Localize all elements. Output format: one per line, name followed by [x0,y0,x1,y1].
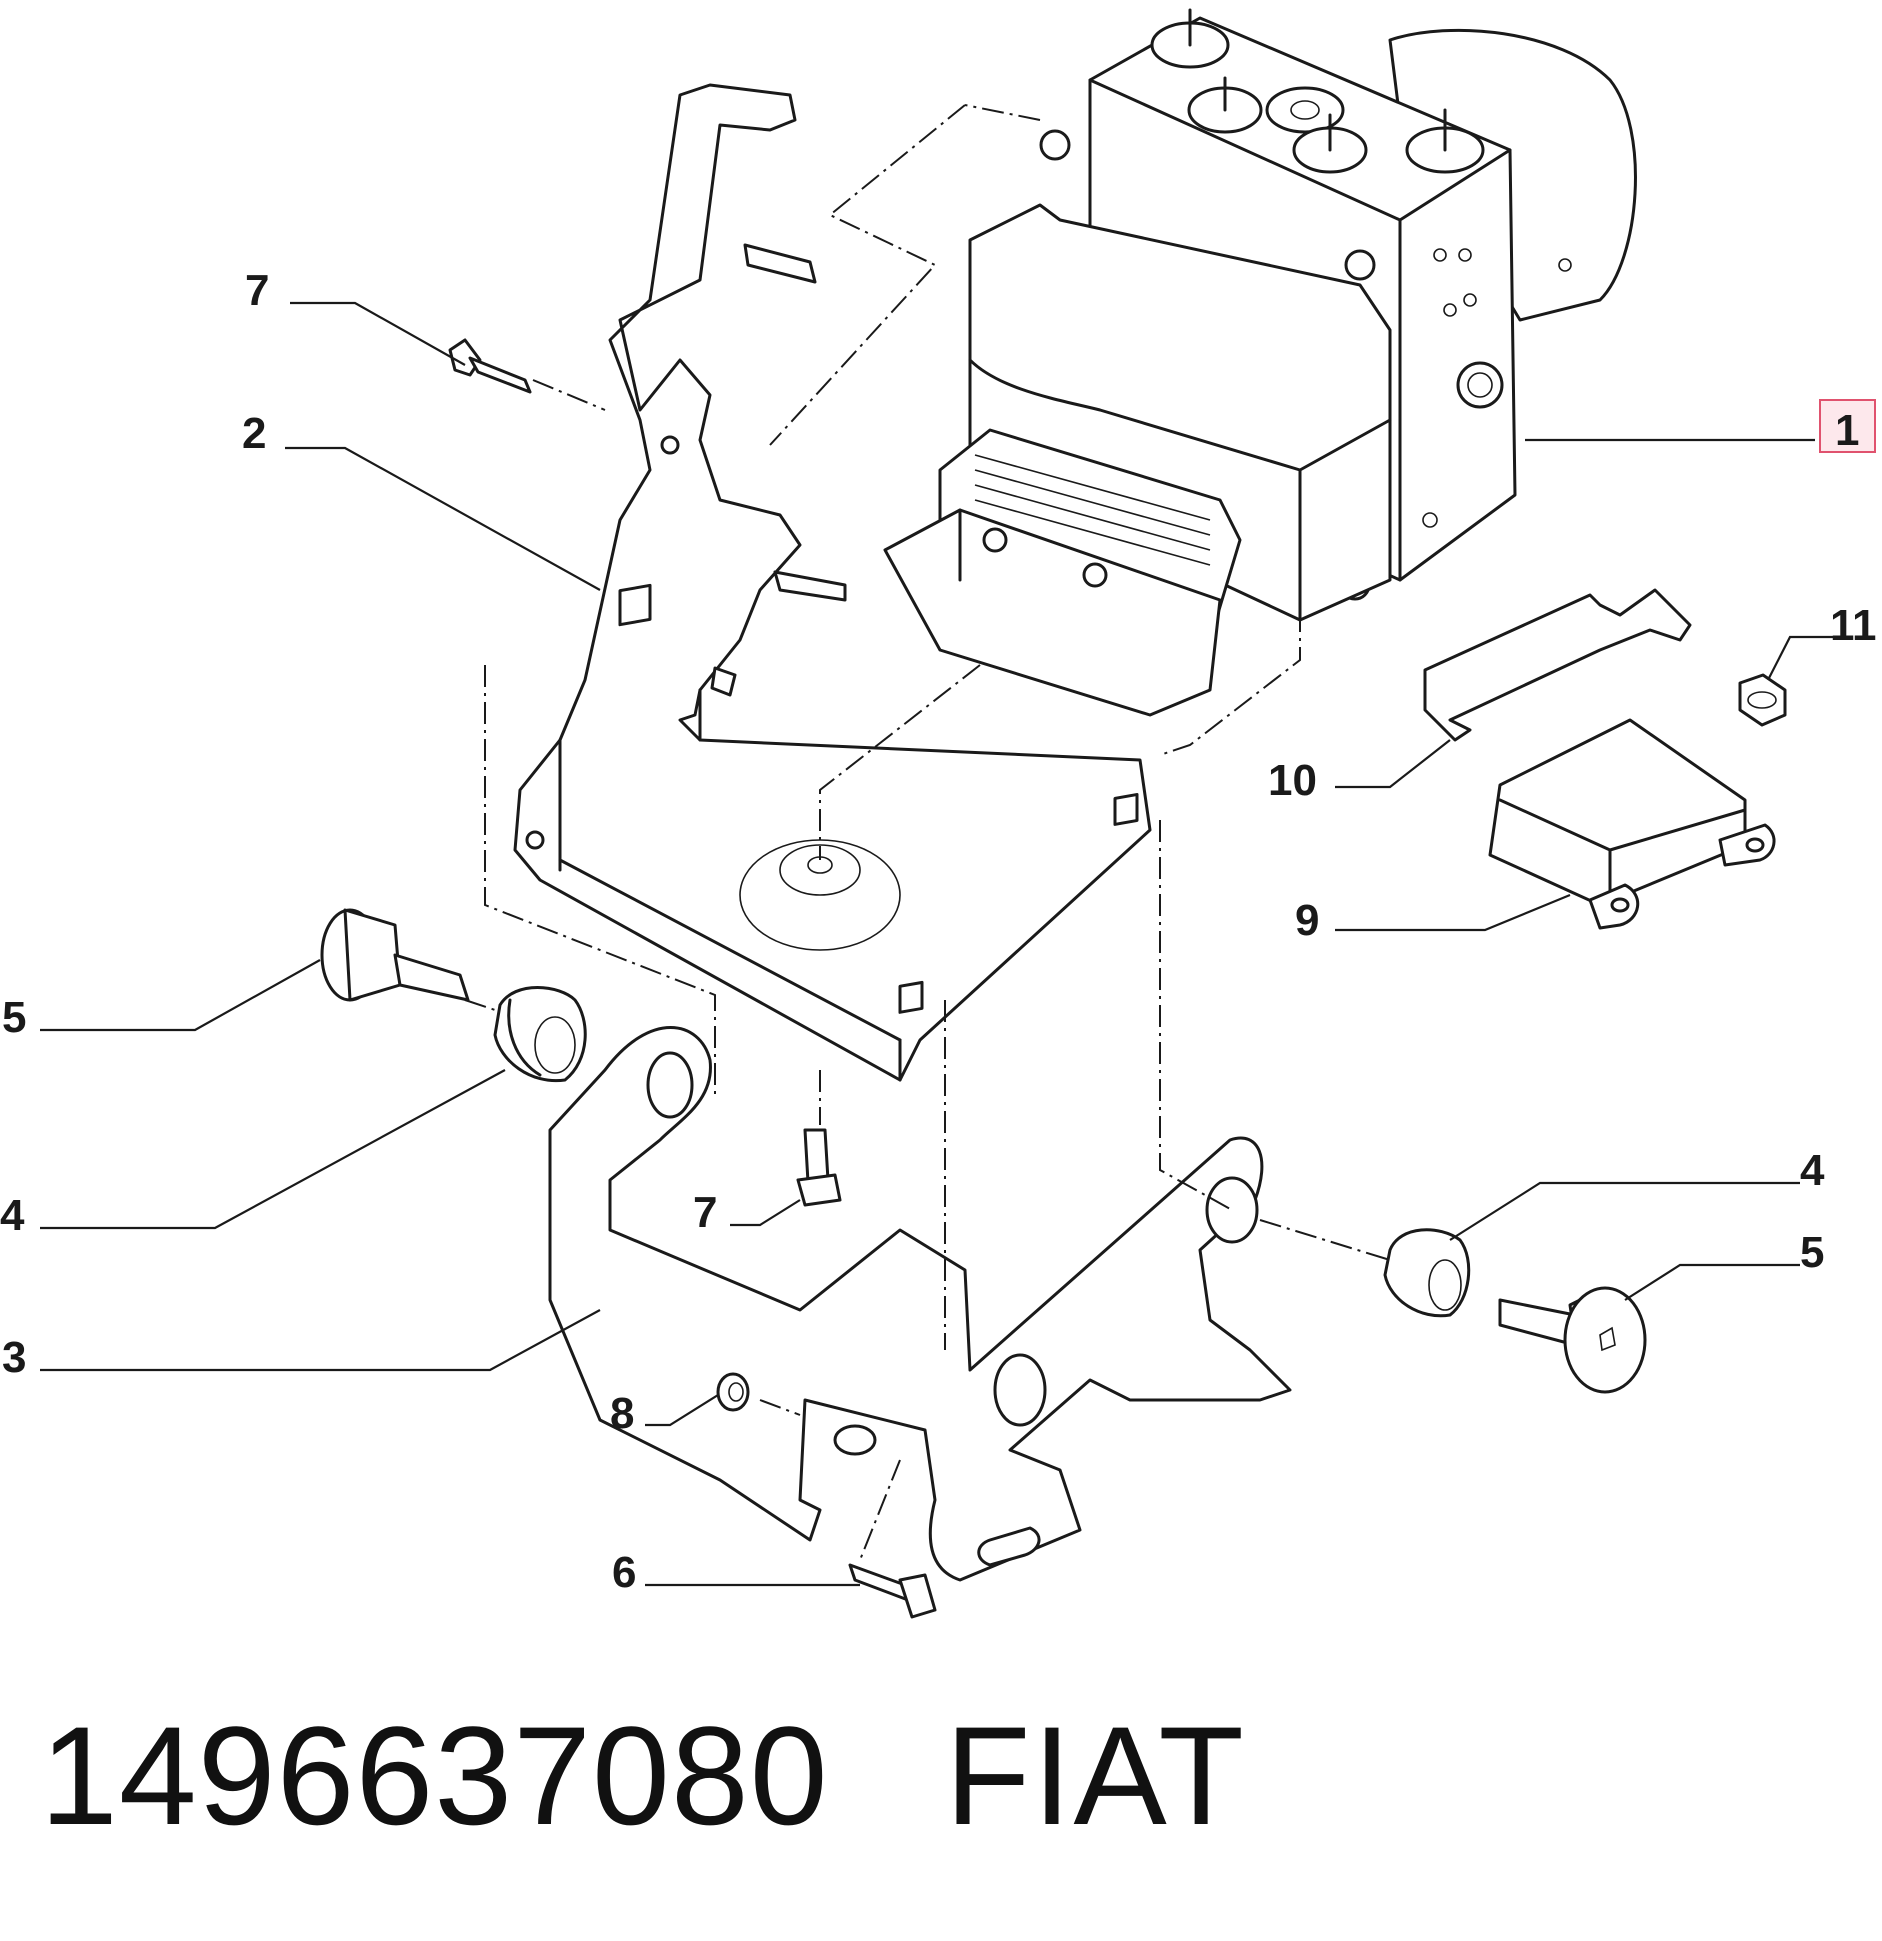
callout-10: 10 [1268,756,1317,805]
callout-7-lower: 7 [693,1188,717,1237]
top-ports [1150,8,1485,174]
callout-3: 3 [2,1333,26,1382]
callout-7-upper: 7 [245,266,269,315]
callout-2: 2 [242,409,266,458]
screw-7-lower [796,1128,842,1207]
sensor-module [1488,718,1776,930]
brand-name: FIAT [945,1697,1246,1854]
callout-4-right: 4 [1800,1146,1825,1195]
connector-pins [974,454,1211,566]
lower-bracket [548,1026,1292,1582]
screw-6 [848,1563,937,1619]
callout-5-left: 5 [2,993,26,1042]
small-bracket [1423,588,1692,742]
callout-11: 11 [1830,601,1877,650]
callout-8: 8 [610,1389,634,1438]
damper-right [1383,1228,1471,1318]
abs-hydraulic-unit [883,8,1637,717]
washer-8 [716,1372,750,1412]
callout-4-left: 4 [0,1191,25,1240]
damper-left [493,986,587,1083]
callout-6: 6 [612,1548,636,1597]
assembly-lines [464,104,1391,1561]
bolt-left [320,908,470,1002]
leader-lines [40,301,1840,1587]
callout-1: 1 [1835,406,1859,455]
callouts: 1 2 3 4 4 5 5 6 7 7 8 9 10 11 [0,266,1877,1597]
callout-9: 9 [1295,896,1319,945]
upper-bracket [513,83,1152,1082]
part-number: 1496637080 [40,1697,829,1854]
nut [1738,673,1787,727]
screw-7-upper [448,338,532,394]
callout-5-right: 5 [1800,1228,1824,1277]
stud-upper [710,243,847,697]
bolt-right [1498,1286,1647,1394]
callout-1-highlight [1819,399,1876,453]
